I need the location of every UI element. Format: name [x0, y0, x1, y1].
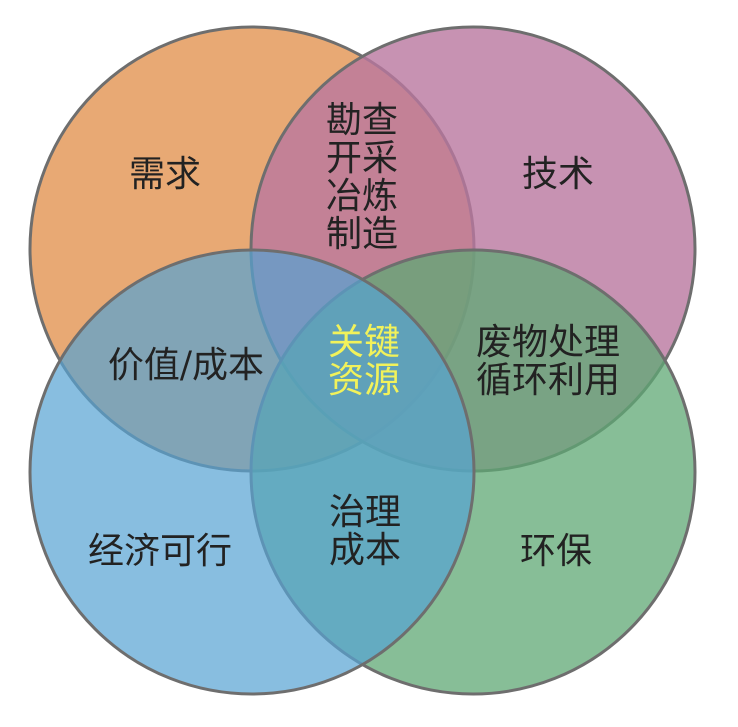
label-line: 治理	[328, 492, 402, 533]
label-line: 关键	[327, 322, 401, 363]
label-governance-cost: 治理 成本	[329, 494, 401, 570]
label-line: 勘查	[325, 100, 399, 141]
label-line: 循环利用	[475, 360, 621, 401]
label-line: 制造	[325, 214, 399, 255]
label-technology: 技术	[521, 154, 595, 195]
label-environment: 环保	[519, 531, 593, 572]
circle-economic	[28, 248, 476, 696]
label-line: 开采	[325, 138, 399, 179]
label-economic: 经济可行	[87, 531, 233, 572]
label-line: 冶炼	[325, 176, 399, 217]
label-process: 勘查 开采 冶炼 制造	[326, 102, 398, 254]
label-recycling: 废物处理 循环利用	[476, 324, 620, 400]
label-line: 资源	[327, 360, 401, 401]
label-demand: 需求	[128, 154, 202, 195]
label-line: 成本	[328, 530, 402, 571]
label-key-resources: 关键 资源	[328, 324, 400, 400]
label-line: 废物处理	[475, 322, 621, 363]
label-value-cost: 价值/成本	[107, 345, 265, 386]
